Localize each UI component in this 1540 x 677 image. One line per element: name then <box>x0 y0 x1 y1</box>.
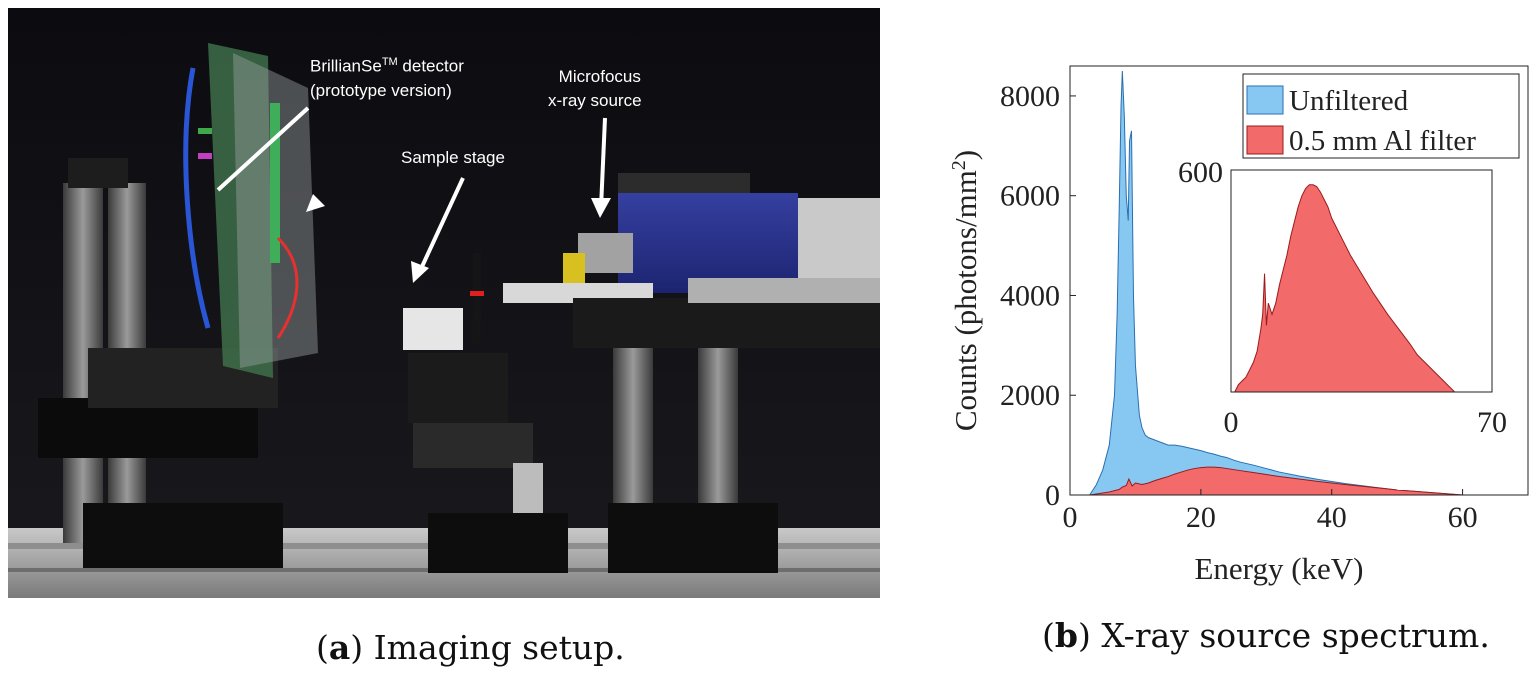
y-tick-label-3: 6000 <box>1000 180 1060 213</box>
x-tick-label-1: 20 <box>1186 501 1216 534</box>
legend-swatch-1 <box>1246 125 1284 155</box>
y-tick-label-1: 2000 <box>1000 379 1060 412</box>
x-tick-label-3: 60 <box>1448 501 1478 534</box>
x-tick-label-0: 0 <box>1063 501 1078 534</box>
detector-label: BrillianSeTM detector(prototype version) <box>310 56 464 100</box>
sample-stage <box>403 308 463 350</box>
source-arrow <box>599 117 607 209</box>
inset-plot: 0 70 600 <box>1178 156 1507 439</box>
x-tick-label-2: 40 <box>1317 501 1347 534</box>
stage-label: Sample stage <box>401 148 505 167</box>
caption-b: (b) X-ray source spectrum. <box>1042 616 1490 655</box>
inset-frame <box>1230 169 1493 393</box>
legend-label-1: 0.5 mm Al filter <box>1289 125 1476 157</box>
stage-arrow <box>418 177 465 272</box>
detector-board <box>208 43 273 378</box>
y-tick-label-4: 8000 <box>1000 80 1060 113</box>
setup-photo-illustration <box>8 8 880 598</box>
plot-frame <box>1069 65 1529 496</box>
detector-arrow <box>216 106 310 192</box>
inset-x-tick-label-1: 70 <box>1477 406 1507 439</box>
x-axis-label: Energy (keV) <box>1194 551 1363 586</box>
caption-a: (a) Imaging setup. <box>316 628 625 667</box>
legend-label-0: Unfiltered <box>1289 85 1409 117</box>
y-axis-label: Counts (photons/mm2) <box>948 150 983 431</box>
legend-box <box>1242 73 1520 159</box>
y-tick-label-0: 0 <box>1045 479 1060 512</box>
imaging-setup-photo: BrillianSeTM detector(prototype version)… <box>8 8 880 598</box>
xray-source <box>618 193 798 293</box>
series-area-1 <box>1089 466 1528 496</box>
inset-x-tick-label-0: 0 <box>1224 406 1239 439</box>
legend: Unfiltered 0.5 mm Al filter <box>1242 73 1520 159</box>
legend-swatch-0 <box>1246 85 1284 115</box>
inset-y-tick-label-0: 600 <box>1178 156 1223 189</box>
inset-series-area <box>1233 184 1492 393</box>
y-tick-label-2: 4000 <box>1000 279 1060 312</box>
